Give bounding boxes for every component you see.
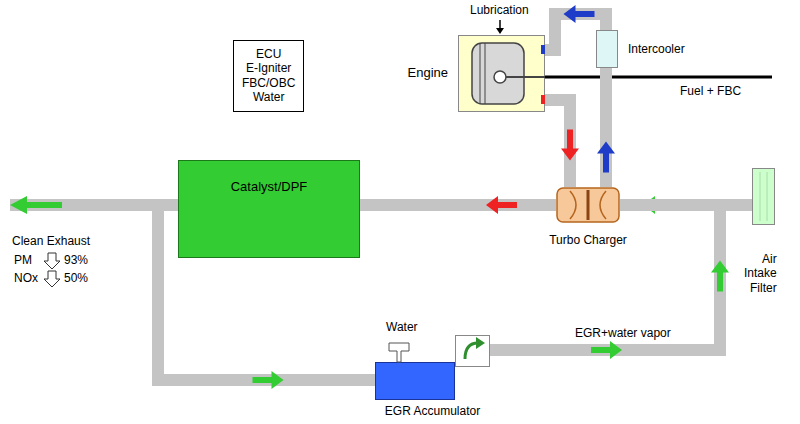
air-filter: Air Intake Filter [752, 168, 775, 225]
flow-arrow [591, 347, 611, 353]
part-label: Fuel + FBC [680, 84, 741, 98]
flow-arrow [575, 11, 595, 17]
node-title: Intercooler [628, 42, 685, 56]
decrease-arrow [44, 271, 60, 287]
pipe [490, 205, 720, 350]
flow-arrow-head [597, 142, 615, 154]
flow-arrow-head [10, 196, 27, 214]
pipe-connector [490, 205, 729, 359]
pipe-connector [360, 196, 556, 214]
turbo-figure [556, 187, 620, 223]
note-label: Clean Exhaust [12, 234, 90, 248]
flow-arrow-head [272, 371, 284, 389]
node-title: EGR Accumulator [385, 404, 480, 418]
pipe [545, 100, 570, 187]
node-title: Engine [408, 65, 448, 81]
pipe-connector [597, 68, 615, 187]
flow-arrow-head [564, 5, 576, 23]
flow-arrow-head [561, 149, 579, 161]
filter-figure [752, 168, 775, 225]
value-label: 50% [64, 271, 88, 285]
flow-arrow-head [486, 196, 498, 214]
decrease-arrow [44, 253, 60, 269]
value-label: 93% [64, 253, 88, 267]
engine-block: Engine [458, 35, 545, 112]
flow-arrow [497, 202, 517, 208]
intercooler-box: Intercooler [596, 30, 618, 68]
flow-label: EGR+water vapor [575, 326, 671, 340]
egr-accumulator: EGR Accumulator [375, 335, 490, 400]
egr-figure [375, 335, 490, 400]
part-label: Water [386, 320, 418, 334]
part-label: Lubrication [470, 3, 529, 17]
catalyst-box: Catalyst/DPF [178, 160, 360, 258]
pipe [600, 68, 612, 187]
node-title: ECU E-Igniter FBC/OBC Water [242, 47, 295, 105]
leader-line [499, 20, 501, 28]
flow-arrow [253, 377, 273, 383]
turbo-charger: Turbo Charger [556, 187, 620, 223]
control-box: ECU E-Igniter FBC/OBC Water [233, 40, 304, 112]
engine-figure [458, 35, 545, 112]
node-title: Turbo Charger [549, 233, 627, 247]
note-label: NOx [14, 271, 38, 285]
pipe-connector [545, 100, 579, 187]
flow-arrow-head [610, 341, 622, 359]
cooler-figure [596, 30, 618, 68]
flow-arrow [603, 153, 609, 173]
note-label: PM [14, 253, 32, 267]
pipe [360, 199, 556, 211]
fuel-line [545, 76, 772, 79]
flow-arrow [567, 130, 573, 150]
flow-arrow [717, 272, 723, 292]
flow-arrow [24, 202, 62, 208]
leader-arrow-head [496, 28, 504, 34]
node-title: Air Intake Filter [744, 252, 777, 295]
flow-arrow-head [711, 261, 729, 273]
node-title: Catalyst/DPF [231, 179, 308, 195]
